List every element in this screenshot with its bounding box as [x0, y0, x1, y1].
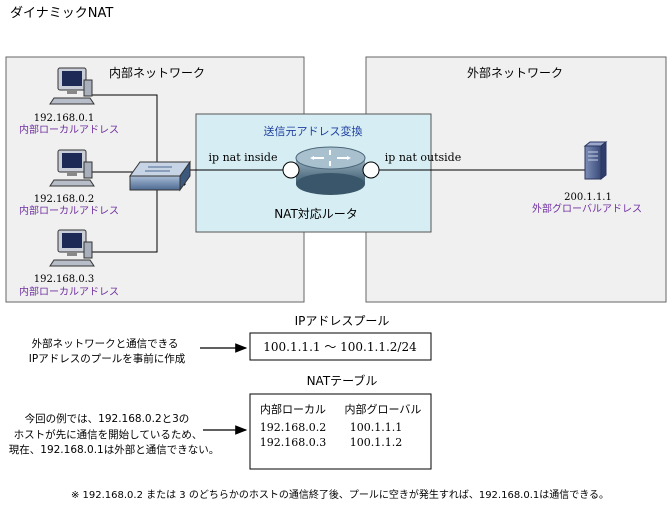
nat-table-header-global: 内部グローバル: [345, 402, 422, 416]
internal-network-label: 内部ネットワーク: [109, 65, 205, 80]
host-role-label: 内部ローカルアドレス: [19, 123, 119, 136]
switch-icon: [129, 160, 191, 192]
host-ip-label: 192.168.0.1: [34, 113, 94, 124]
conversion-label: 送信元アドレス変換: [264, 124, 363, 138]
external-network-label: 外部ネットワーク: [467, 65, 563, 80]
pool-note-line1: 外部ネットワークと通信できる: [32, 337, 179, 350]
nat-table-title: NATテーブル: [307, 373, 378, 388]
nat-table-box: [249, 393, 432, 470]
footnote: ※ 192.168.0.2 または 3 のどちらかのホストの通信終了後、プールに…: [71, 488, 609, 501]
nat-table-cell: 192.168.0.2: [260, 421, 326, 434]
server-icon: [583, 140, 608, 181]
host-pc-icon: [49, 149, 95, 187]
outside-interface: [362, 161, 380, 179]
pool-note-line2: IPアドレスのプールを事前に作成: [29, 352, 186, 365]
diagram-title: ダイナミックNAT: [10, 6, 113, 21]
nat-table-note-line2: ホストが先に通信を開始しているため、: [14, 428, 203, 441]
host-role-label: 内部ローカルアドレス: [19, 204, 119, 217]
nat-table-cell: 100.1.1.2: [350, 436, 402, 449]
host-pc-icon: [49, 229, 95, 267]
router-name: NAT対応ルータ: [274, 207, 358, 221]
inside-interface: [282, 161, 300, 179]
nat-table-cell: 192.168.0.3: [260, 436, 326, 449]
pool-title: IPアドレスプール: [295, 314, 390, 328]
router-icon: [295, 146, 366, 195]
nat-outside-label: ip nat outside: [385, 151, 461, 164]
pool-box: [249, 332, 432, 361]
host-ip-label: 192.168.0.3: [34, 274, 94, 285]
nat-inside-label: ip nat inside: [209, 151, 278, 164]
host-ip-label: 192.168.0.2: [34, 194, 94, 205]
server-ip-label: 200.1.1.1: [564, 192, 612, 203]
server-role-label: 外部グローバルアドレス: [532, 202, 642, 215]
nat-table-note-line3: 現在、192.168.0.1は外部と通信できない。: [9, 443, 219, 456]
nat-table-note-line1: 今回の例では、192.168.0.2と3の: [25, 412, 190, 425]
host-role-label: 内部ローカルアドレス: [19, 285, 119, 298]
host-pc-icon: [49, 67, 95, 105]
nat-table-header-local: 内部ローカル: [260, 402, 326, 416]
nat-table-cell: 100.1.1.1: [350, 421, 402, 434]
pool-range: 100.1.1.1 ～ 100.1.1.2/24: [263, 340, 417, 354]
